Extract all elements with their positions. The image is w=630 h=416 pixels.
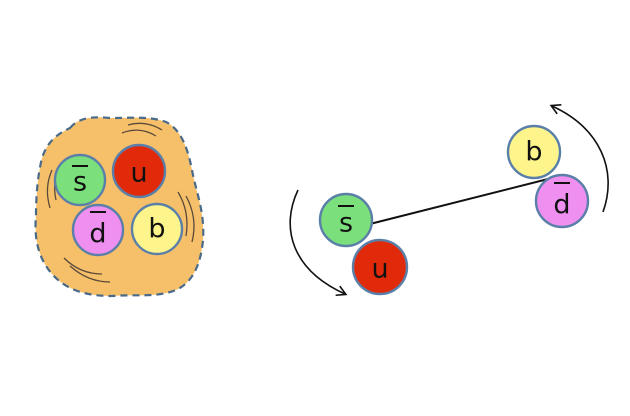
svg-text:s: s — [339, 208, 353, 239]
string-connection — [345, 177, 553, 231]
tetraquark-group: s u d b — [34, 116, 205, 298]
quark-s-bar: s — [53, 153, 107, 207]
rotation-arrow-left — [289, 189, 348, 297]
rotation-arrow-right — [549, 103, 609, 213]
svg-text:b: b — [148, 214, 165, 245]
molecule-quark-d-bar: d — [534, 173, 590, 229]
svg-text:d: d — [553, 190, 570, 221]
quark-d-bar: d — [71, 203, 125, 257]
quark-b: b — [130, 202, 184, 256]
molecule-quark-s-bar: s — [318, 192, 374, 248]
svg-text:s: s — [73, 167, 87, 198]
svg-text:d: d — [89, 219, 106, 250]
svg-text:u: u — [130, 158, 147, 189]
molecule-quark-b: b — [506, 124, 562, 180]
molecule-quark-u: u — [351, 238, 409, 296]
svg-text:u: u — [371, 254, 388, 285]
quark-u: u — [111, 143, 167, 199]
molecule-group: s u b d — [289, 103, 609, 297]
svg-text:b: b — [525, 137, 542, 168]
tetraquark-blob — [34, 116, 205, 298]
